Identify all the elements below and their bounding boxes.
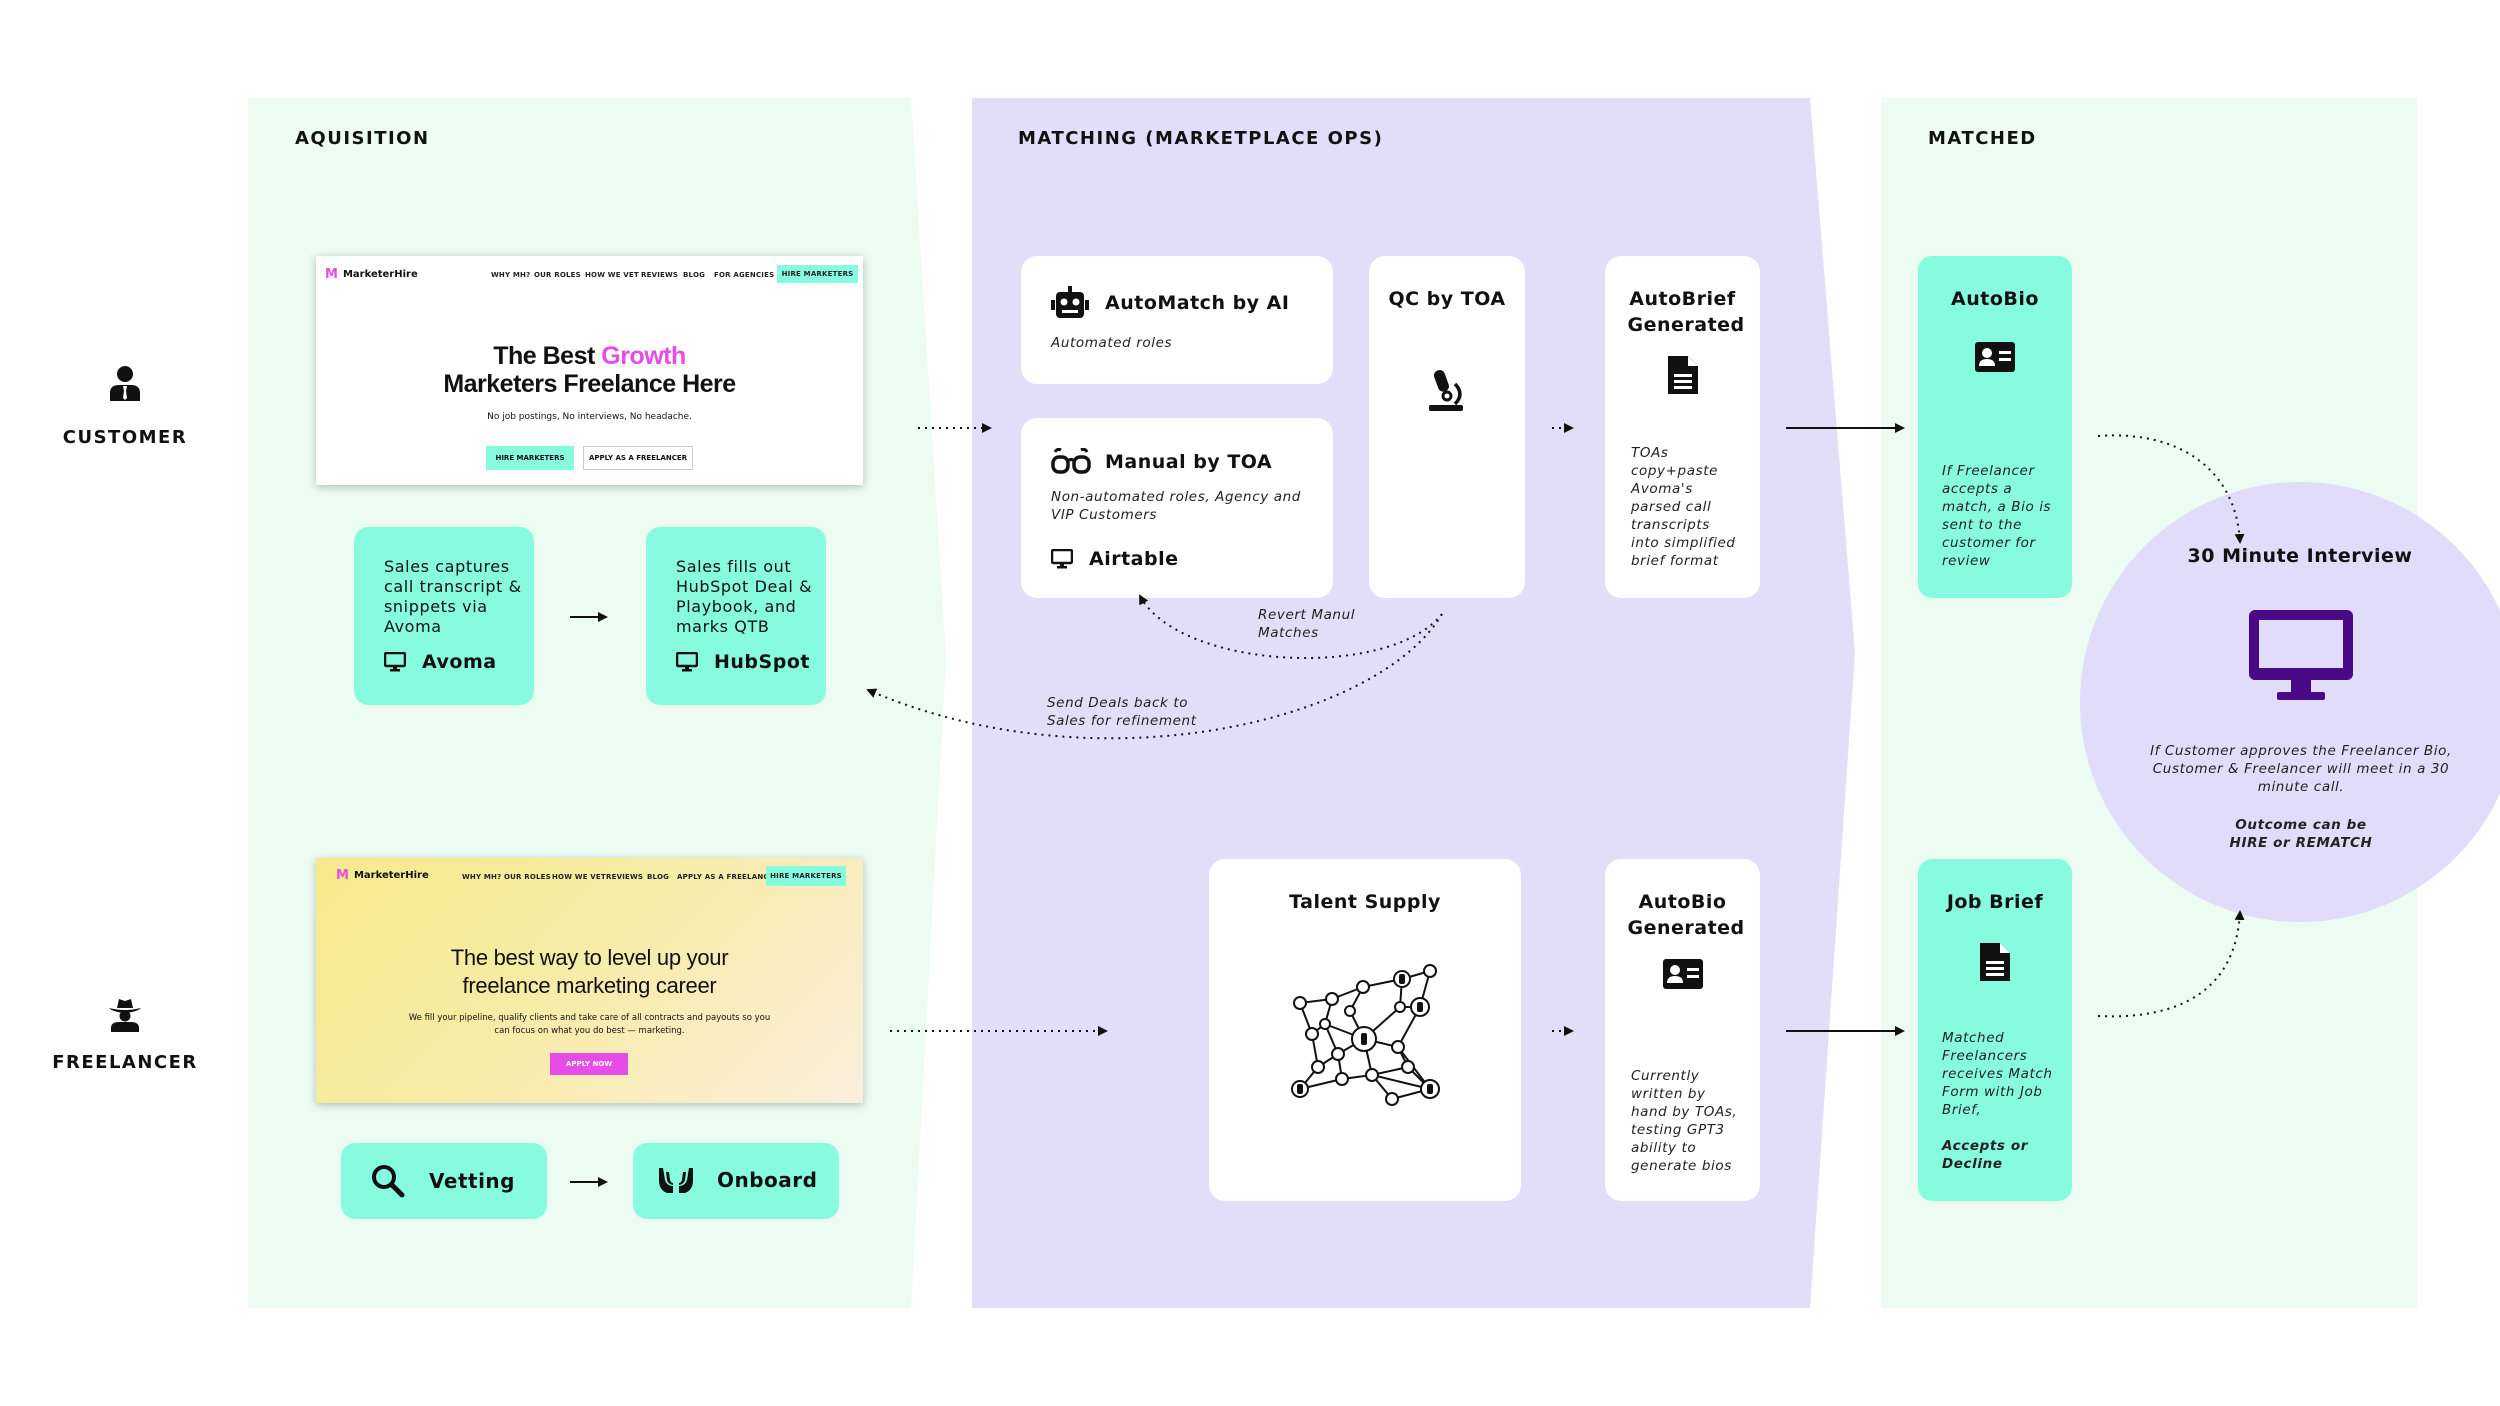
freelancer-role: FREELANCER (15, 996, 235, 1073)
autobio-generated-card: AutoBio Generated Currently written by h… (1605, 859, 1760, 1201)
freelancer-body: We fill your pipeline, qualify clients a… (408, 1013, 771, 1036)
apply-now-button[interactable]: APPLY NOW (550, 1053, 628, 1075)
onboard-label: Onboard (717, 1168, 818, 1192)
talent-supply-card: Talent Supply (1209, 859, 1521, 1201)
autobrief-title: AutoBrief Generated (1627, 288, 1745, 336)
automatch-title: AutoMatch by AI (1105, 292, 1290, 314)
freelancer-headline: The best way to level up your freelance … (450, 945, 729, 998)
send-back-annotation: Send Deals back to Sales for refinement (1047, 695, 1197, 729)
nav-blog[interactable]: BLOG (647, 873, 670, 881)
nav-vet[interactable]: HOW WE VET (585, 271, 639, 279)
robot-icon (1051, 286, 1089, 318)
vetting-card: Vetting (341, 1143, 547, 1219)
jobbrief-accept-decline: Accepts or Decline (1942, 1138, 2028, 1172)
automatch-sub: Automated roles (1051, 335, 1173, 351)
autobrief-card: AutoBrief Generated TOAs copy+paste Avom… (1605, 256, 1760, 598)
marketerhire-logo-freelancer: M MarketerHire (336, 868, 429, 883)
jobbrief-title: Job Brief (1946, 891, 2044, 913)
hire-marketers-button[interactable]: HIRE MARKETERS (486, 446, 574, 470)
qc-title: QC by TOA (1388, 288, 1506, 310)
nav-apply[interactable]: APPLY AS A FREELANCER (677, 873, 780, 881)
sales-avoma-card: Sales captures call transcript & snippet… (354, 527, 534, 705)
manual-sub: Non-automated roles, Agency and VIP Cust… (1051, 489, 1301, 523)
search-icon (372, 1165, 405, 1198)
user-icon (110, 366, 140, 401)
id-card-icon (1662, 959, 1703, 989)
open-hands-icon (659, 1168, 693, 1193)
nav-vet[interactable]: HOW WE VET (552, 873, 606, 881)
id-card-icon (1975, 342, 2015, 372)
talent-title: Talent Supply (1289, 891, 1441, 913)
autobio-card: AutoBio If Freelancer accepts a match, a… (1918, 256, 2072, 598)
airtable-tool: Airtable (1051, 548, 1179, 570)
autobio-gen-sub: Currently written by hand by TOAs, testi… (1631, 1068, 1738, 1174)
qc-card: QC by TOA (1369, 256, 1525, 598)
job-brief-card: Job Brief Matched Freelancers receives M… (1918, 859, 2072, 1201)
nav-why[interactable]: WHY MH? (491, 271, 531, 279)
section-title-matched: MATCHED (1928, 128, 2037, 149)
manual-title: Manual by TOA (1105, 451, 1273, 473)
vetting-label: Vetting (429, 1169, 515, 1193)
autobrief-sub: TOAs copy+paste Avoma's parsed call tran… (1631, 445, 1736, 569)
manual-card: Manual by TOA Non-automated roles, Agenc… (1021, 418, 1333, 598)
jobbrief-sub: Matched Freelancers receives Match Form … (1942, 1030, 2053, 1172)
nav-agencies[interactable]: FOR AGENCIES (714, 271, 775, 279)
customer-headline: The Best Growth Marketers Freelance Here (443, 342, 736, 398)
apply-freelancer-button[interactable]: APPLY AS A FREELANCER (583, 446, 693, 470)
cowboy-user-icon (109, 999, 141, 1032)
interview-text: If Customer approves the Freelancer Bio,… (2150, 743, 2452, 795)
monitor-icon (676, 652, 698, 672)
nav-reviews[interactable]: REVIEWS (641, 271, 679, 279)
nav-roles[interactable]: OUR ROLES (504, 873, 551, 881)
nav-roles[interactable]: OUR ROLES (534, 271, 581, 279)
document-icon (1667, 356, 1698, 394)
sales-hubspot-card: Sales fills out HubSpot Deal & Playbook,… (646, 527, 826, 705)
glasses-icon (1051, 448, 1091, 474)
autobio-gen-title: AutoBio Generated (1627, 891, 1745, 939)
nav-hire-button[interactable]: HIRE MARKETERS (766, 866, 846, 886)
onboard-card: Onboard (633, 1143, 839, 1219)
autobio-title: AutoBio (1951, 288, 2039, 310)
monitor-icon (2249, 610, 2353, 700)
freelancer-website-mock: M MarketerHire WHY MH? OUR ROLES HOW WE … (316, 858, 863, 1103)
document-icon (1980, 943, 2010, 981)
m-logo-icon: M (325, 267, 338, 282)
customer-subline: No job postings, No interviews, No heada… (487, 412, 692, 422)
autobio-sub: If Freelancer accepts a match, a Bio is … (1942, 463, 2052, 569)
interview-title: 30 Minute Interview (2187, 545, 2413, 567)
automatch-card: AutoMatch by AI Automated roles (1021, 256, 1333, 384)
network-people-icon (1291, 964, 1440, 1106)
marketerhire-logo: M MarketerHire (325, 267, 418, 282)
monitor-icon (1051, 549, 1073, 569)
nav-reviews[interactable]: REVIEWS (606, 873, 644, 881)
monitor-icon (384, 652, 406, 672)
microscope-icon (1429, 370, 1463, 411)
interview-circle (2080, 482, 2500, 922)
sales-hubspot-text: Sales fills out HubSpot Deal & Playbook,… (676, 557, 813, 636)
hubspot-tool: HubSpot (676, 651, 810, 673)
freelancer-label: FREELANCER (52, 1052, 198, 1073)
m-logo-icon: M (336, 868, 349, 883)
section-title-matching: MATCHING (MARKETPLACE OPS) (1018, 128, 1384, 149)
sales-avoma-text: Sales captures call transcript & snippet… (384, 557, 522, 636)
nav-hire-button[interactable]: HIRE MARKETERS (777, 265, 858, 283)
customer-label: CUSTOMER (62, 427, 188, 448)
avoma-tool: Avoma (384, 651, 497, 673)
nav-blog[interactable]: BLOG (683, 271, 706, 279)
customer-website-mock: M MarketerHire WHY MH? OUR ROLES HOW WE … (316, 256, 863, 485)
customer-role: CUSTOMER (15, 365, 235, 448)
revert-annotation: Revert Manul Matches (1258, 607, 1356, 641)
nav-why[interactable]: WHY MH? (462, 873, 502, 881)
section-title-acquisition: AQUISITION (295, 128, 430, 149)
